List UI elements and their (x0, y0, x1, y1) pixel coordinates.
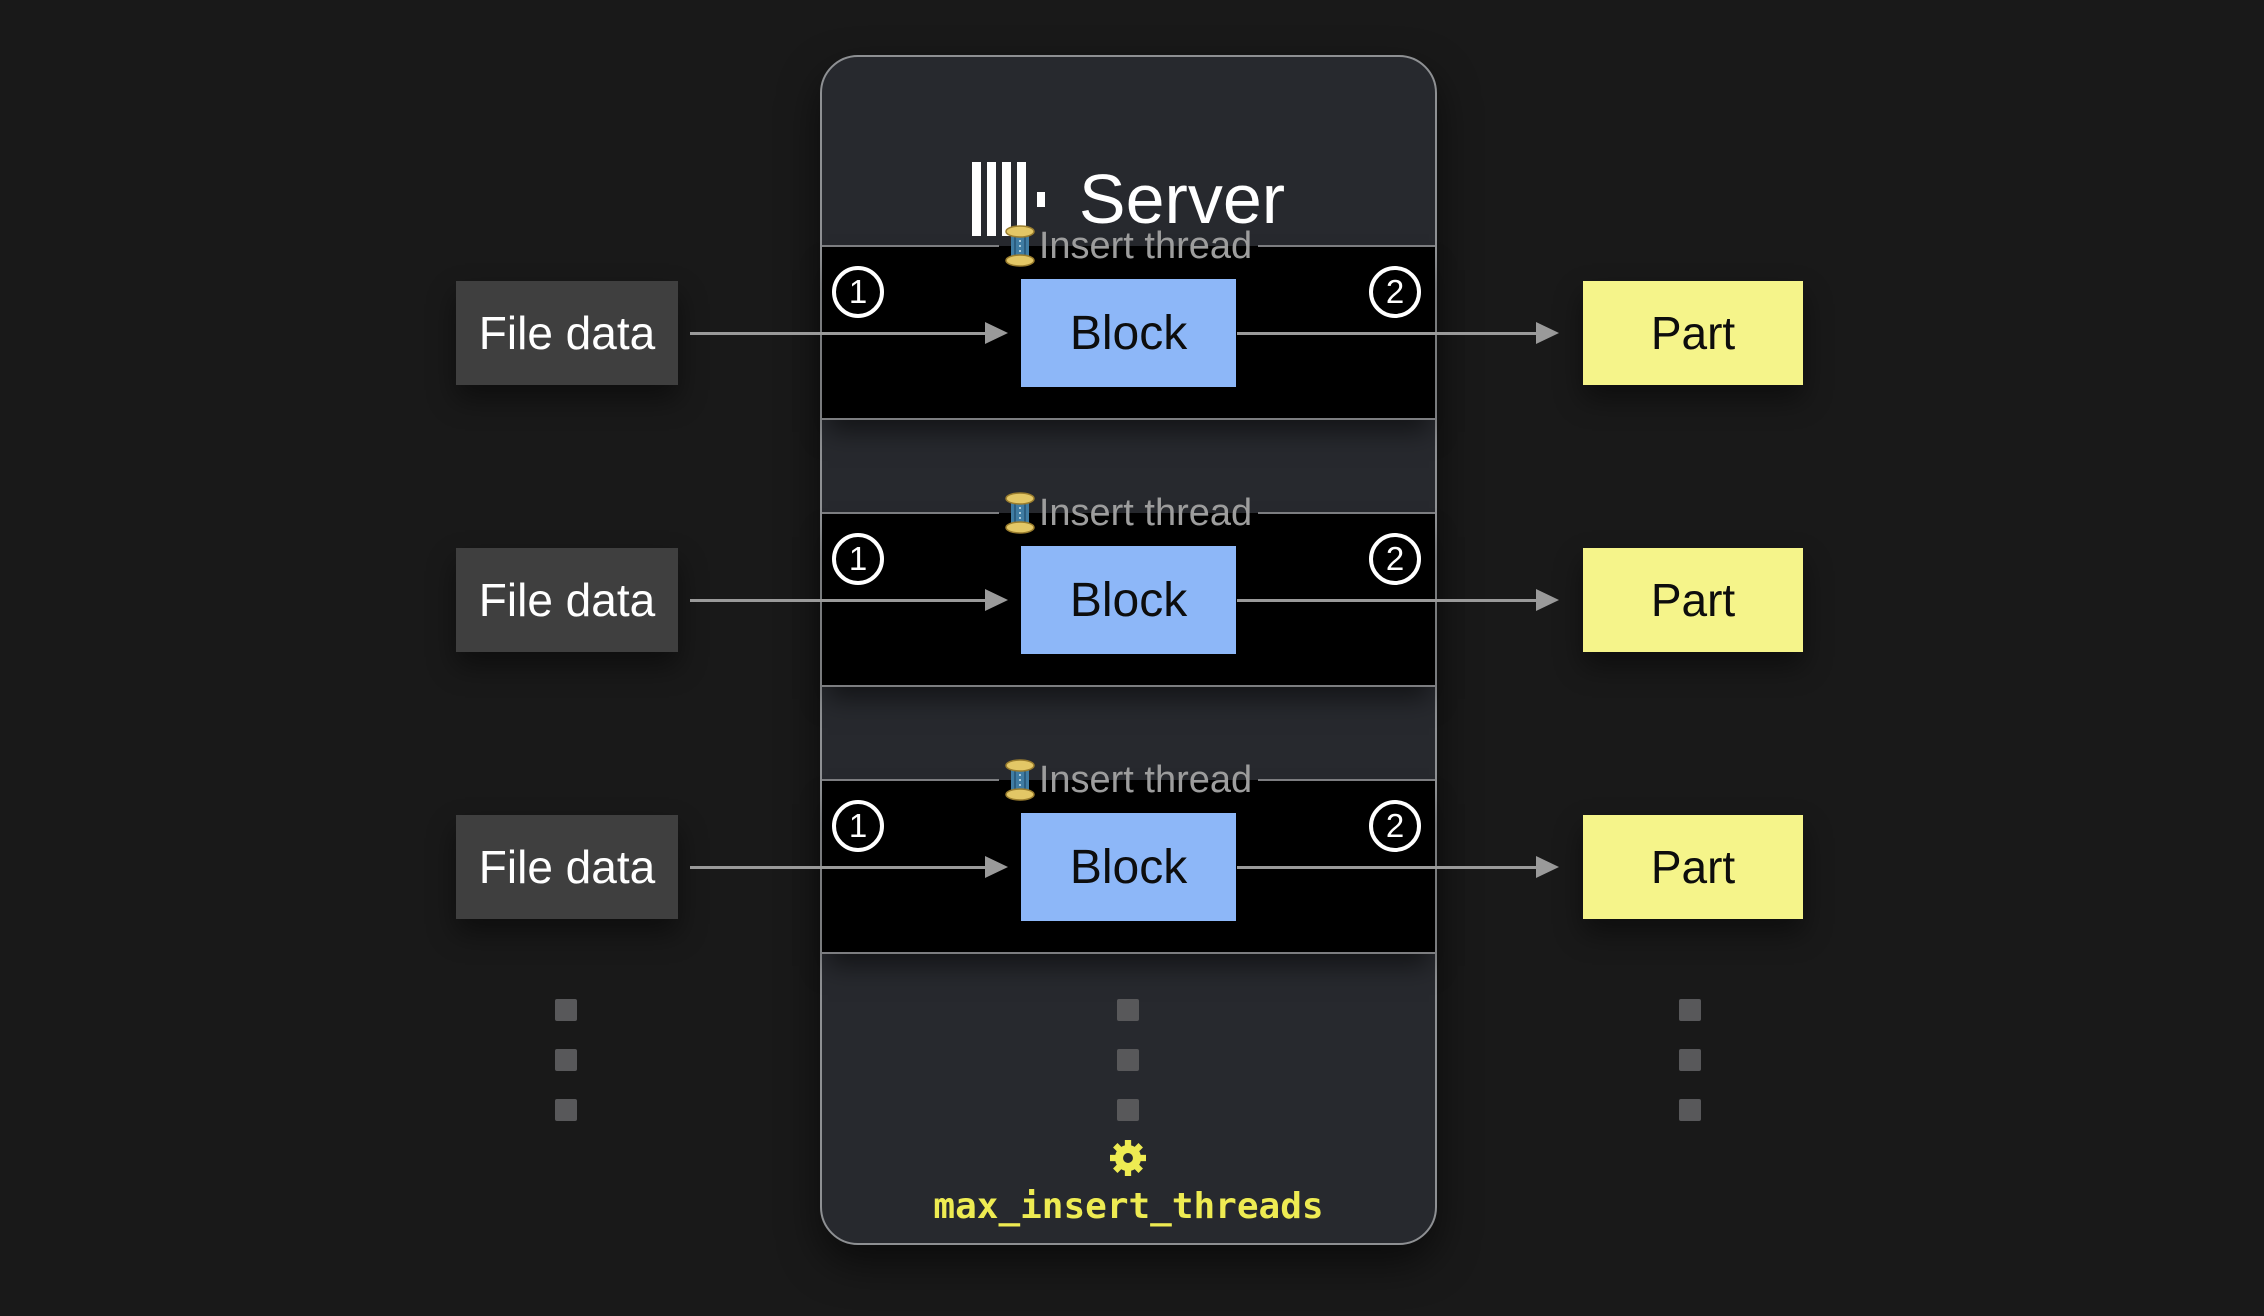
step-two-badge: 2 (1369, 533, 1421, 585)
ellipsis-dot (1117, 999, 1139, 1021)
step-two-badge: 2 (1369, 800, 1421, 852)
ellipsis-dot (1679, 1049, 1701, 1071)
legend-rule (1258, 512, 1435, 514)
arrow-line (690, 866, 987, 869)
logo-dot (1036, 191, 1045, 207)
arrow-head-icon (985, 856, 1008, 878)
arrow-line (1237, 866, 1537, 869)
part-label: Part (1650, 574, 1736, 626)
arrow-head-icon (1536, 322, 1559, 344)
part-box: Part (1583, 815, 1803, 919)
step-two-badge: 2 (1369, 266, 1421, 318)
arrow-line (690, 332, 987, 335)
arrow-line (1237, 332, 1537, 335)
ellipsis-dot (1679, 999, 1701, 1021)
block-box: Block (1021, 813, 1236, 921)
legend-label: Insert thread (1038, 759, 1253, 801)
arrow-line (1237, 599, 1537, 602)
step-one-badge: 1 (832, 533, 884, 585)
arrow-head-icon (1536, 856, 1559, 878)
block-box: Block (1021, 279, 1236, 387)
part-box: Part (1583, 281, 1803, 385)
part-label: Part (1650, 841, 1736, 893)
legend-rule (1258, 245, 1435, 247)
logo-bar (1016, 162, 1026, 236)
thread-spool-icon (1004, 225, 1035, 267)
legend-label: Insert thread (1038, 225, 1253, 267)
ellipsis-dot (1117, 1049, 1139, 1071)
file-data-box: File data (456, 815, 678, 919)
part-label: Part (1650, 307, 1736, 359)
server-header: Server (822, 57, 1435, 248)
setting-label: max_insert_threads (933, 1186, 1324, 1227)
file-data-label: File data (478, 574, 656, 626)
file-data-box: File data (456, 281, 678, 385)
file-data-box: File data (456, 548, 678, 652)
arrow-head-icon (985, 589, 1008, 611)
server-panel: Server Insert thread 1 Block 2 In (820, 55, 1437, 1245)
block-box: Block (1021, 546, 1236, 654)
arrow-head-icon (1536, 589, 1559, 611)
arrow-line (690, 599, 987, 602)
legend-label: Insert thread (1038, 492, 1253, 534)
part-box: Part (1583, 548, 1803, 652)
ellipsis-dot (555, 999, 577, 1021)
legend-rule (822, 512, 999, 514)
ellipsis-dot (555, 1099, 577, 1121)
arrow-head-icon (985, 322, 1008, 344)
file-data-label: File data (478, 841, 656, 893)
step-one-badge: 1 (832, 266, 884, 318)
legend-rule (1258, 779, 1435, 781)
ellipsis-dot (555, 1049, 577, 1071)
step-one-badge: 1 (832, 800, 884, 852)
logo-bar (971, 162, 981, 236)
clickhouse-logo-icon (971, 162, 1045, 236)
logo-bar (1001, 162, 1011, 236)
legend-rule (822, 245, 999, 247)
thread-spool-icon (1004, 759, 1035, 801)
file-data-label: File data (478, 307, 656, 359)
logo-bar (986, 162, 996, 236)
ellipsis-dot (1117, 1099, 1139, 1121)
server-title: Server (1078, 160, 1286, 238)
gear-icon (1110, 1140, 1146, 1176)
legend-rule (822, 779, 999, 781)
thread-spool-icon (1004, 492, 1035, 534)
ellipsis-dot (1679, 1099, 1701, 1121)
